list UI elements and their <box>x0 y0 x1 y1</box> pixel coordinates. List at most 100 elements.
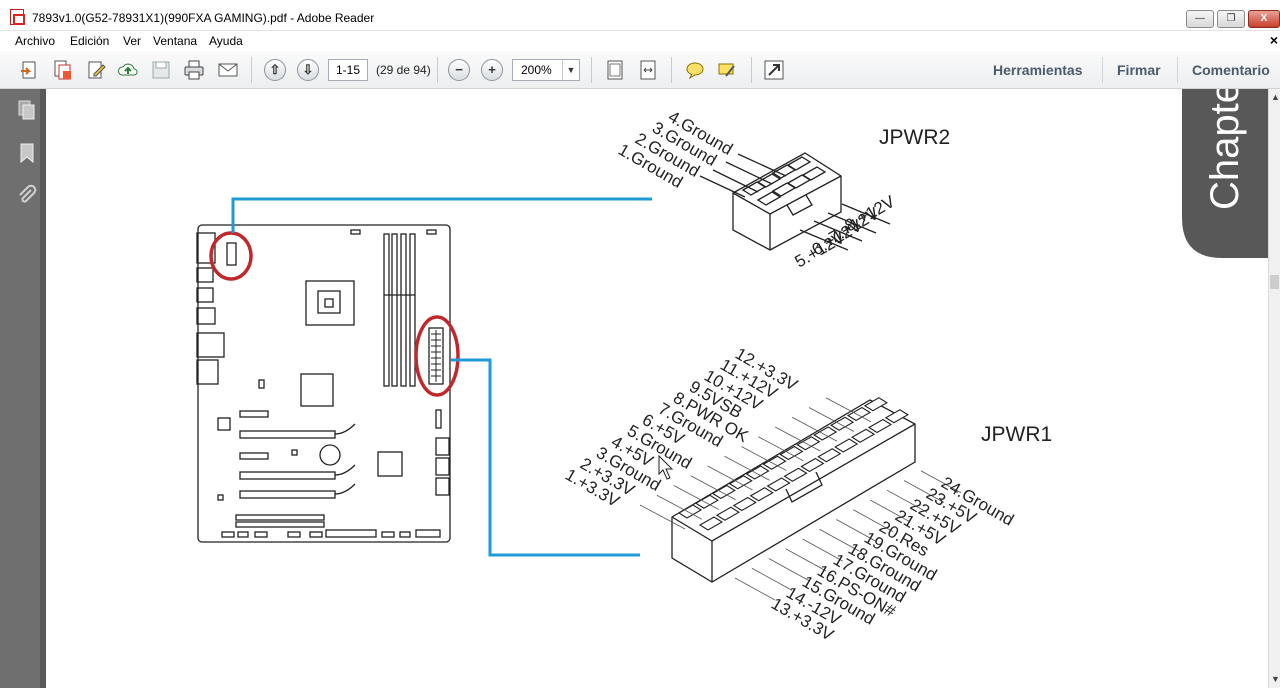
toolbar: ⇧ ⇩ 1-15 (29 de 94) − + 200% ▼ Herramien… <box>0 51 1280 89</box>
toolbar-separator <box>251 57 252 83</box>
jpwr1-lead-line <box>758 436 804 462</box>
menu-ayuda[interactable]: Ayuda <box>209 34 243 48</box>
jpwr1-pin-cell <box>813 426 838 441</box>
print-icon[interactable] <box>183 59 205 81</box>
menu-ver[interactable]: Ver <box>123 34 142 48</box>
toolbar-separator <box>591 57 592 83</box>
email-icon[interactable] <box>217 59 239 81</box>
save-icon[interactable] <box>150 59 172 81</box>
jpwr1-board-pins <box>431 330 441 382</box>
jpwr1-lead-line <box>690 475 736 501</box>
zoom-out-button[interactable]: − <box>448 59 470 81</box>
jpwr1-pin-cell <box>851 428 876 443</box>
document-view[interactable]: Chapter <box>52 89 1268 688</box>
sticky-note-icon[interactable] <box>684 59 706 81</box>
page-number-input[interactable]: 1-15 <box>328 59 368 81</box>
fit-page-icon[interactable] <box>604 59 626 81</box>
zoom-in-button[interactable]: + <box>481 59 503 81</box>
jpwr1-pin-cell <box>766 477 791 492</box>
toolbar-separator <box>1177 57 1178 83</box>
motherboard-diagram <box>196 224 451 543</box>
menu-archivo[interactable]: Archivo <box>15 34 56 48</box>
edit-document-icon[interactable] <box>85 59 107 81</box>
menu-bar: Archivo Edición Ver Ventana Ayuda × <box>0 31 1280 51</box>
scrollbar-thumb[interactable] <box>1270 275 1279 289</box>
sign-link[interactable]: Firmar <box>1117 62 1161 78</box>
jpwr1-pin-cell <box>800 457 825 473</box>
next-page-button[interactable]: ⇩ <box>297 59 319 81</box>
jpwr1-lead-line <box>656 494 703 520</box>
jpwr2-title: JPWR2 <box>879 126 950 149</box>
comment-link[interactable]: Comentario <box>1192 62 1270 78</box>
previous-page-button[interactable]: ⇧ <box>264 59 286 81</box>
jpwr1-lead-line <box>808 407 855 432</box>
tools-link[interactable]: Herramientas <box>993 62 1083 78</box>
create-pdf-icon[interactable] <box>18 59 40 81</box>
jpwr1-highlight-circle <box>414 315 460 397</box>
zoom-level-value: 200% <box>521 63 552 77</box>
menu-ventana[interactable]: Ventana <box>153 34 198 48</box>
maximize-button[interactable]: ❐ <box>1217 10 1245 28</box>
highlight-text-icon[interactable] <box>716 59 738 81</box>
jpwr1-pin-cell <box>677 504 703 519</box>
jpwr1-pin-cell <box>884 409 909 424</box>
chevron-down-icon[interactable]: ▼ <box>562 60 579 80</box>
window-title: 7893v1.0(G52-78931X1)(990FXA GAMING).pdf… <box>32 11 375 25</box>
document-page: Chapter <box>196 89 1268 645</box>
vertical-scrollbar[interactable]: ▲ ▼ <box>1268 89 1280 688</box>
jpwr1-lead-line <box>819 528 860 552</box>
jpwr1-pin-cell <box>783 467 808 482</box>
jpwr1-pin-cell <box>715 506 740 521</box>
jpwr1-lead-line <box>886 489 928 513</box>
jpwr1-pin-cell <box>830 416 855 431</box>
jpwr1-lead-line <box>707 465 753 491</box>
jpwr1-pin-cell <box>863 397 888 412</box>
full-screen-icon[interactable] <box>763 59 785 81</box>
jpwr1-lead-line <box>775 426 821 452</box>
jpwr1-lead-line <box>791 416 838 442</box>
zoom-level-select[interactable]: 200% ▼ <box>512 59 580 81</box>
jpwr1-pin-cell <box>732 496 757 512</box>
jpwr1-pin-cell <box>834 438 859 453</box>
cloud-upload-icon[interactable] <box>117 59 139 81</box>
minimize-button[interactable]: — <box>1186 10 1214 28</box>
jpwr1-pin-cell <box>796 436 821 451</box>
jpwr1-lead-line <box>836 519 877 542</box>
pdf-file-icon <box>10 9 25 25</box>
menu-edicion[interactable]: Edición <box>70 34 110 48</box>
jpwr1-lead-line <box>853 509 894 533</box>
close-button[interactable]: X <box>1248 10 1280 28</box>
toolbar-separator <box>751 57 752 83</box>
navigation-pane <box>0 89 46 688</box>
toolbar-separator <box>437 57 438 83</box>
document-close-icon[interactable]: × <box>1269 32 1278 48</box>
jpwr1-pin-cell <box>779 445 804 461</box>
jpwr1-pin-cell <box>749 487 774 502</box>
jpwr1-lead-line <box>768 558 809 581</box>
toolbar-separator <box>671 57 672 83</box>
mouse-cursor-icon <box>658 454 674 480</box>
chapter-tab <box>1182 89 1268 258</box>
jpwr1-pin-cell <box>698 516 724 531</box>
combine-files-icon[interactable] <box>51 59 73 81</box>
jpwr1-lead-line <box>724 455 770 481</box>
jpwr1-lead-line <box>903 480 945 503</box>
bookmarks-icon[interactable] <box>16 142 38 164</box>
attachments-icon[interactable] <box>16 184 38 206</box>
jpwr1-pin-grid <box>677 397 909 531</box>
scroll-up-icon[interactable]: ▲ <box>1271 92 1280 102</box>
jpwr2-connector <box>699 152 891 251</box>
toolbar-separator <box>1102 57 1103 83</box>
jpwr1-lead-line <box>673 485 719 510</box>
scroll-down-icon[interactable]: ▼ <box>1271 674 1280 684</box>
fit-width-icon[interactable] <box>637 59 659 81</box>
page-thumbnails-icon[interactable] <box>16 99 38 121</box>
page-count: (29 de 94) <box>376 63 431 77</box>
jpwr1-pin-cell <box>728 475 753 490</box>
jpwr1-pin-cell <box>817 448 842 463</box>
jpwr1-lead-line <box>802 538 843 562</box>
jpwr1-lead-line <box>734 577 776 601</box>
jpwr2-leader-line <box>231 197 652 233</box>
jpwr1-title: JPWR1 <box>981 423 1052 446</box>
